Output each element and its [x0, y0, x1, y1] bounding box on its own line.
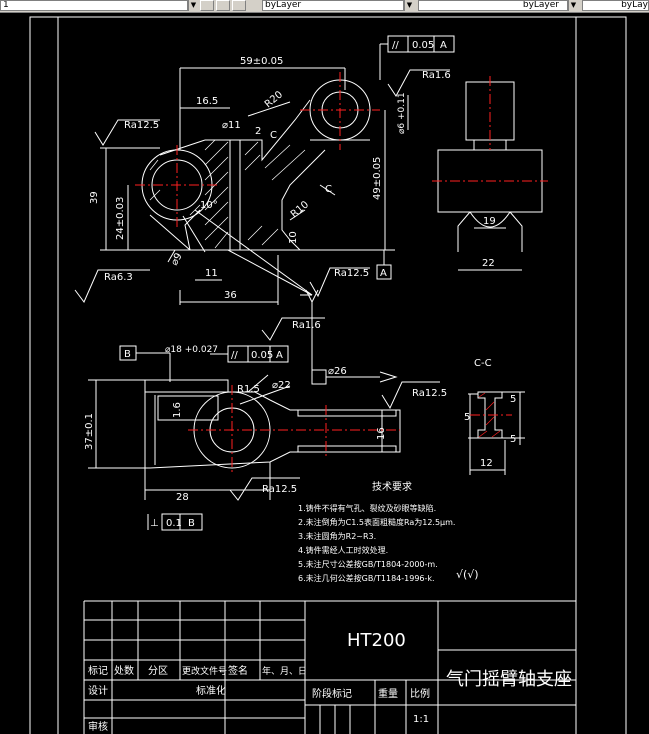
bottom-view — [88, 345, 440, 531]
properties-toolbar: 1 ▼ byLayer ▼ byLayer ▼ byLay — [0, 0, 649, 13]
flat-ref: B — [188, 518, 195, 529]
dim-phi26: ⌀26 — [328, 366, 347, 377]
tol-value: 0.05 — [412, 40, 434, 51]
tol2-symbol: // — [231, 350, 238, 361]
dim-phi6: ⌀6 +0.11 — [397, 92, 407, 134]
layer-manager-icon[interactable] — [200, 0, 214, 11]
hdr-sign: 签名 — [228, 664, 248, 677]
center-lines — [135, 72, 548, 475]
section-label: C-C — [474, 358, 492, 369]
flat-value: 0.1 — [166, 518, 182, 529]
ra-12-5-c: Ra12.5 — [412, 388, 447, 399]
section-dim-5b: 5 — [510, 394, 516, 405]
side-dim-22: 22 — [482, 258, 495, 269]
scale-value: 1:1 — [413, 714, 429, 725]
layer-value: 1 — [3, 0, 9, 10]
tol-symbol: // — [392, 40, 399, 51]
tol2-ref: A — [276, 350, 283, 361]
ra-1-6-a: Ra1.6 — [422, 70, 451, 81]
dim-phi18: ⌀18 +0.027 — [165, 345, 218, 355]
row-design: 设计 — [88, 684, 108, 697]
color-dropdown-arrow[interactable]: ▼ — [404, 0, 414, 11]
ra-12-5-a: Ra12.5 — [124, 120, 159, 131]
hdr-zone: 分区 — [148, 665, 168, 677]
linetype-dropdown[interactable]: byLayer — [418, 0, 568, 11]
dim-phi9: ⌀9 — [169, 251, 185, 267]
note-1: 1.铸件不得有气孔、裂纹及砂眼等缺陷. — [298, 503, 436, 513]
dim-c: C — [270, 130, 277, 141]
col-stage: 阶段标记 — [312, 687, 352, 700]
drawing-canvas[interactable]: 59±0.05 16.5 ⌀11 R20 2 C C 39 24±0.03 10… — [0, 12, 649, 734]
roughness-check: √(√) — [456, 568, 479, 581]
layer-states-icon[interactable] — [232, 0, 246, 11]
dim-28: 28 — [176, 492, 189, 503]
dim-c2: C — [325, 184, 332, 195]
dim-36: 36 — [224, 290, 237, 301]
tol-ref: A — [440, 40, 447, 51]
part-name: 气门摇臂轴支座 — [446, 669, 572, 690]
dim-59: 59±0.05 — [240, 56, 283, 67]
section-dim-12: 12 — [480, 458, 493, 469]
col-scale: 比例 — [410, 687, 430, 700]
linetype-dropdown-arrow[interactable]: ▼ — [568, 0, 578, 11]
layer-previous-icon[interactable] — [216, 0, 230, 11]
ra-6-3: Ra6.3 — [104, 272, 133, 283]
dim-r10: R10 — [289, 199, 311, 220]
ra-12-5-b: Ra12.5 — [334, 268, 369, 279]
color-dropdown[interactable]: byLayer — [262, 0, 404, 11]
dim-49: 49±0.05 — [372, 157, 383, 200]
ra-1-6-b: Ra1.6 — [292, 320, 321, 331]
notes-title: 技术要求 — [372, 480, 412, 493]
layer-dropdown[interactable]: 1 — [0, 0, 188, 11]
col-weight: 重量 — [378, 687, 398, 700]
tol2-value: 0.05 — [251, 350, 273, 361]
dim-10deg: 10° — [200, 200, 218, 211]
dim-phi11: ⌀11 — [222, 120, 241, 131]
dim-2: 2 — [255, 126, 261, 137]
lineweight-value: byLay — [621, 0, 648, 10]
note-2: 2.未注倒角为C1.5表面粗糙度Ra为12.5μm. — [298, 517, 455, 527]
section-cc — [468, 391, 525, 475]
datum-b: B — [124, 349, 131, 360]
row-std: 标准化 — [196, 684, 226, 697]
row-review: 审核 — [88, 720, 108, 733]
color-value: byLayer — [265, 0, 302, 10]
dim-10: 10 — [288, 231, 299, 244]
note-6: 6.未注几何公差按GB/T1184-1996-k. — [298, 573, 435, 583]
dim-39: 39 — [89, 191, 100, 204]
main-view — [74, 35, 455, 370]
section-hatch — [478, 392, 501, 438]
flat-symbol: ⊥ — [150, 518, 159, 529]
layer-dropdown-arrow[interactable]: ▼ — [188, 0, 198, 11]
datum-a: A — [380, 268, 387, 279]
side-dim-19: 19 — [483, 216, 496, 227]
hdr-count: 处数 — [114, 664, 134, 677]
dim-r15: R1.5 — [237, 384, 260, 395]
title-block — [83, 600, 576, 734]
hdr-mark: 标记 — [88, 665, 108, 677]
section-dim-5c: 5 — [510, 434, 516, 445]
dim-1-6: 1.6 — [172, 402, 183, 418]
note-4: 4.铸件需经人工时效处理. — [298, 545, 388, 555]
dim-phi22: ⌀22 — [272, 380, 291, 391]
inner-border — [57, 16, 577, 734]
dim-37: 37±0.1 — [84, 413, 95, 450]
material-label: HT200 — [347, 630, 406, 651]
dim-11: 11 — [205, 268, 218, 279]
dim-16: 16 — [376, 427, 387, 440]
linetype-value: byLayer — [522, 0, 559, 10]
section-dim-5a: 5 — [464, 412, 470, 423]
lineweight-dropdown[interactable]: byLay — [582, 0, 649, 11]
ra-12-5-d: Ra12.5 — [262, 484, 297, 495]
hdr-doc: 更改文件号 — [182, 665, 227, 677]
dim-24: 24±0.03 — [115, 197, 126, 240]
dim-16-5: 16.5 — [196, 96, 218, 107]
note-5: 5.未注尺寸公差按GB/T1804-2000-m. — [298, 559, 438, 569]
note-3: 3.未注圆角为R2~R3. — [298, 531, 376, 541]
hdr-date: 年、月、日 — [262, 665, 307, 677]
side-view — [437, 81, 543, 271]
